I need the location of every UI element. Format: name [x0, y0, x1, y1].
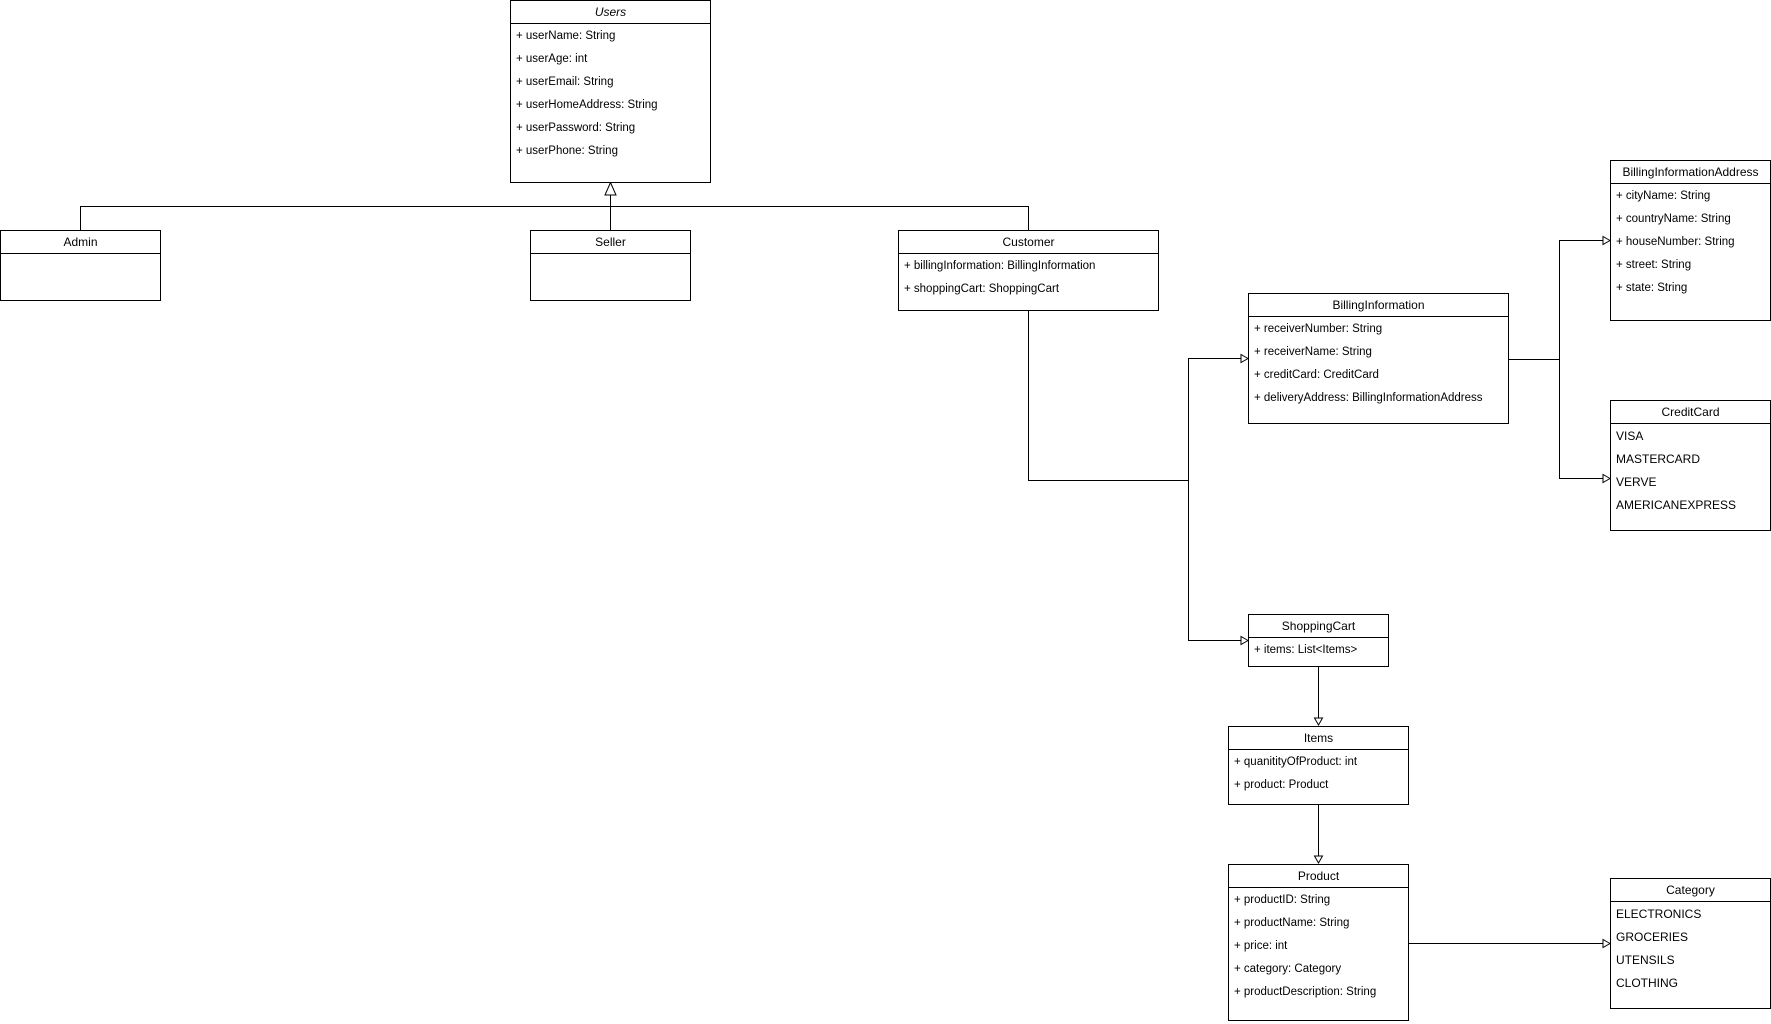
attribute-row: + userPassword: String [516, 122, 636, 134]
attribute-row: + productName: String [1234, 917, 1350, 929]
enum-category-name: Category [1611, 879, 1770, 902]
class-users-name: Users [511, 1, 710, 24]
arrowhead-creditcard [1602, 473, 1612, 484]
class-billinginformation[interactable]: BillingInformation + receiverNumber: Str… [1248, 293, 1509, 424]
class-billinginformation-name: BillingInformation [1249, 294, 1508, 317]
class-shoppingcart[interactable]: ShoppingCart + items: List<Items> [1248, 614, 1389, 667]
attribute-row: + creditCard: CreditCard [1254, 369, 1379, 381]
attribute-row: + productID: String [1234, 894, 1331, 906]
attribute-row: + userName: String [516, 30, 616, 42]
class-users[interactable]: Users + userName: String + userAge: int … [510, 0, 711, 183]
attribute-row: + deliveryAddress: BillingInformationAdd… [1254, 392, 1483, 404]
attribute-row: + userEmail: String [516, 76, 614, 88]
class-users-attributes: + userName: String + userAge: int + user… [511, 24, 710, 163]
class-customer-attributes: + billingInformation: BillingInformation… [899, 254, 1158, 301]
arrowhead-shoppingcart [1240, 635, 1250, 646]
class-customer[interactable]: Customer + billingInformation: BillingIn… [898, 230, 1159, 311]
attribute-row: + productDescription: String [1234, 986, 1377, 998]
class-billinginformationaddress-name: BillingInformationAddress [1611, 161, 1770, 184]
class-shoppingcart-name: ShoppingCart [1249, 615, 1388, 638]
class-product-attributes: + productID: String + productName: Strin… [1229, 888, 1408, 1004]
association-billinginformation-creditcard [1559, 359, 1603, 479]
class-seller[interactable]: Seller [530, 230, 691, 301]
enum-literal: VERVE [1616, 475, 1657, 489]
attribute-row: + quanitityOfProduct: int [1234, 756, 1358, 768]
attribute-row: + userAge: int [516, 53, 588, 65]
class-items-attributes: + quanitityOfProduct: int + product: Pro… [1229, 750, 1408, 797]
arrowhead-billinginformation [1240, 353, 1250, 364]
generalization-admin-users [80, 206, 611, 230]
enum-literal: ELECTRONICS [1616, 907, 1702, 921]
attribute-row: + items: List<Items> [1254, 644, 1358, 656]
enum-literal: CLOTHING [1616, 976, 1679, 990]
enum-literal: GROCERIES [1616, 930, 1689, 944]
attribute-row: + receiverNumber: String [1254, 323, 1383, 335]
enum-literal: VISA [1616, 429, 1644, 443]
arrowhead-items [1313, 717, 1324, 727]
class-seller-name: Seller [531, 231, 690, 254]
class-product[interactable]: Product + productID: String + productNam… [1228, 864, 1409, 1021]
arrowhead-product [1313, 855, 1324, 865]
enum-literal: MASTERCARD [1616, 452, 1701, 466]
generalization-customer-users [610, 206, 1029, 230]
class-billinginformationaddress[interactable]: BillingInformationAddress + cityName: St… [1610, 160, 1771, 321]
class-billinginformation-attributes: + receiverNumber: String + receiverName:… [1249, 317, 1508, 410]
attribute-row: + cityName: String [1616, 190, 1711, 202]
class-product-name: Product [1229, 865, 1408, 888]
enum-creditcard-name: CreditCard [1611, 401, 1770, 424]
class-shoppingcart-attributes: + items: List<Items> [1249, 638, 1388, 662]
attribute-row: + houseNumber: String [1616, 236, 1735, 248]
arrowhead-billinginformationaddress [1602, 235, 1612, 246]
class-admin-name: Admin [1, 231, 160, 254]
attribute-row: + receiverName: String [1254, 346, 1372, 358]
attribute-row: + product: Product [1234, 779, 1329, 791]
class-customer-name: Customer [899, 231, 1158, 254]
attribute-row: + category: Category [1234, 963, 1342, 975]
enum-literal: UTENSILS [1616, 953, 1675, 967]
enum-category-literals: ELECTRONICS GROCERIES UTENSILS CLOTHING [1611, 902, 1770, 995]
attribute-row: + street: String [1616, 259, 1692, 271]
class-admin[interactable]: Admin [0, 230, 161, 301]
attribute-row: + countryName: String [1616, 213, 1731, 225]
generalization-arrowhead [604, 181, 617, 196]
association-billinginformation-address [1559, 240, 1603, 360]
attribute-row: + shoppingCart: ShoppingCart [904, 283, 1060, 295]
association-customer-shoppingcart [1188, 480, 1241, 641]
association-customer-trunk [1028, 311, 1189, 481]
attribute-row: + billingInformation: BillingInformation [904, 260, 1096, 272]
enum-creditcard[interactable]: CreditCard VISA MASTERCARD VERVE AMERICA… [1610, 400, 1771, 531]
class-items[interactable]: Items + quanitityOfProduct: int + produc… [1228, 726, 1409, 805]
association-customer-billinginformation [1188, 358, 1241, 481]
attribute-row: + userPhone: String [516, 145, 618, 157]
class-items-name: Items [1229, 727, 1408, 750]
attribute-row: + price: int [1234, 940, 1288, 952]
enum-category[interactable]: Category ELECTRONICS GROCERIES UTENSILS … [1610, 878, 1771, 1009]
enum-literal: AMERICANEXPRESS [1616, 498, 1737, 512]
attribute-row: + state: String [1616, 282, 1688, 294]
class-billinginformationaddress-attributes: + cityName: String + countryName: String… [1611, 184, 1770, 300]
arrowhead-category [1602, 938, 1612, 949]
enum-creditcard-literals: VISA MASTERCARD VERVE AMERICANEXPRESS [1611, 424, 1770, 517]
attribute-row: + userHomeAddress: String [516, 99, 658, 111]
